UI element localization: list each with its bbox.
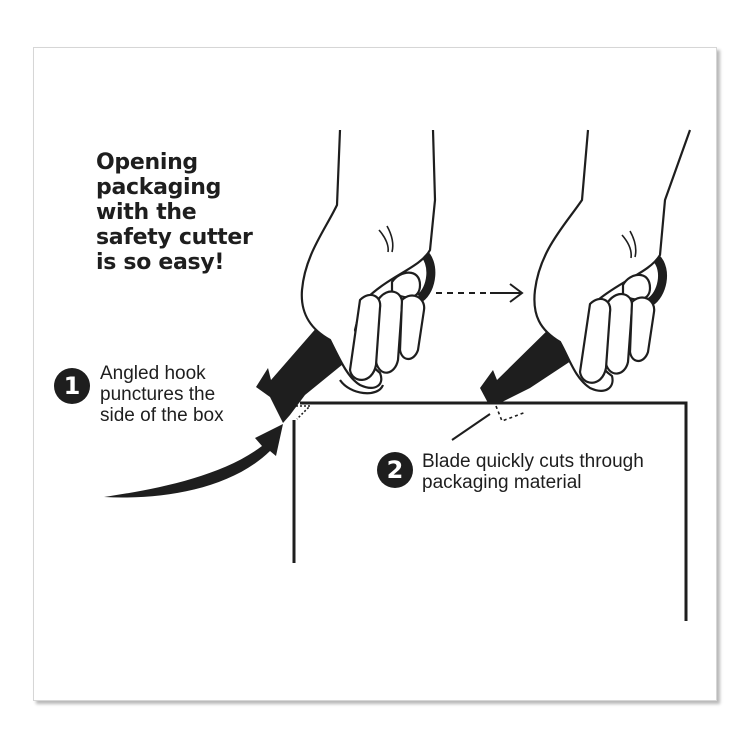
headline-line: Opening [96,150,198,175]
step-text-line: Blade quickly cuts through [422,451,644,472]
cut-line-dashes [451,405,527,441]
hand-holding-cutter-right [480,129,692,403]
step-text-line: punctures the [100,384,216,405]
step-text-line: packaging material [422,472,582,493]
cardboard-box [292,401,688,621]
step-text-line: side of the box [100,405,224,426]
step-1-text: Angled hook punctures the side of the bo… [100,363,224,426]
cutter-blade-left [256,318,348,423]
puncture-mark [296,405,312,420]
dashed-motion-arrow [436,283,524,303]
step-number-badge: 1 [54,368,90,404]
step-number-badge: 2 [377,452,413,488]
headline-line: packaging [96,175,222,200]
headline-line: with the [96,200,197,225]
headline-line: is so easy! [96,250,225,275]
headline-line: safety cutter [96,225,253,250]
headline: Opening packaging with the safety cutter… [96,150,286,275]
step-text-line: Angled hook [100,363,206,384]
curved-puncture-arrow [104,424,283,498]
step-2-text: Blade quickly cuts through packaging mat… [422,451,644,493]
hand-holding-cutter-left [256,129,437,423]
